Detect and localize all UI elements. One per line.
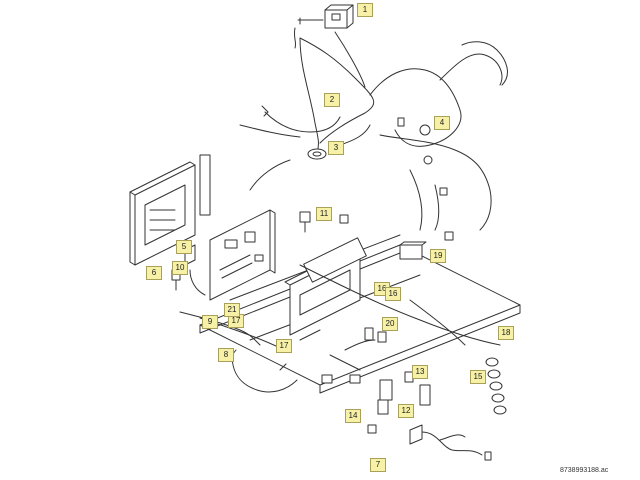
callout-13: 13: [412, 365, 428, 379]
part-4-harness: [369, 41, 508, 241]
callout-19: 19: [430, 249, 446, 263]
callout-3: 3: [328, 141, 344, 155]
callout-2: 2: [324, 93, 340, 107]
callout-4: 4: [434, 116, 450, 130]
part-16-module: [284, 237, 367, 336]
callout-11: 11: [316, 207, 332, 221]
part-9-cable: [179, 311, 261, 346]
part-20-connector: [344, 327, 387, 351]
callout-21: 21: [224, 303, 240, 317]
part-12-relays: [377, 379, 431, 415]
harness-cable-top: [299, 31, 375, 154]
part-11-plug: [299, 211, 349, 233]
callout-7: 7: [370, 458, 386, 472]
callout-14: 14: [345, 409, 361, 423]
part-3-grommet: [249, 124, 371, 191]
callout-9: 9: [202, 315, 218, 329]
callout-1: 1: [357, 3, 373, 17]
part-15-ferrites: [485, 357, 507, 415]
callout-20: 20: [382, 317, 398, 331]
part-7-mains-lead: [409, 424, 492, 461]
callout-17a: 17: [228, 314, 244, 328]
callout-16b: 16: [385, 287, 401, 301]
callout-8: 8: [218, 348, 234, 362]
callout-12: 12: [398, 404, 414, 418]
part-1-connector: [293, 4, 354, 49]
part-14-part: [367, 424, 377, 434]
part-19-plug: [399, 241, 427, 260]
document-id: 8738993188.ac: [560, 467, 609, 474]
control-board: [209, 209, 276, 301]
callout-15: 15: [470, 370, 486, 384]
callout-6: 6: [146, 266, 162, 280]
part-18-cable: [299, 264, 501, 346]
callout-18: 18: [498, 326, 514, 340]
part-2-cable: [239, 105, 341, 138]
part-13-connectors: [321, 354, 414, 384]
callout-10: 10: [172, 261, 188, 275]
callout-17b: 17: [276, 339, 292, 353]
part-8-cable: [231, 349, 298, 393]
callout-5: 5: [176, 240, 192, 254]
part-6-housing: [129, 154, 211, 266]
